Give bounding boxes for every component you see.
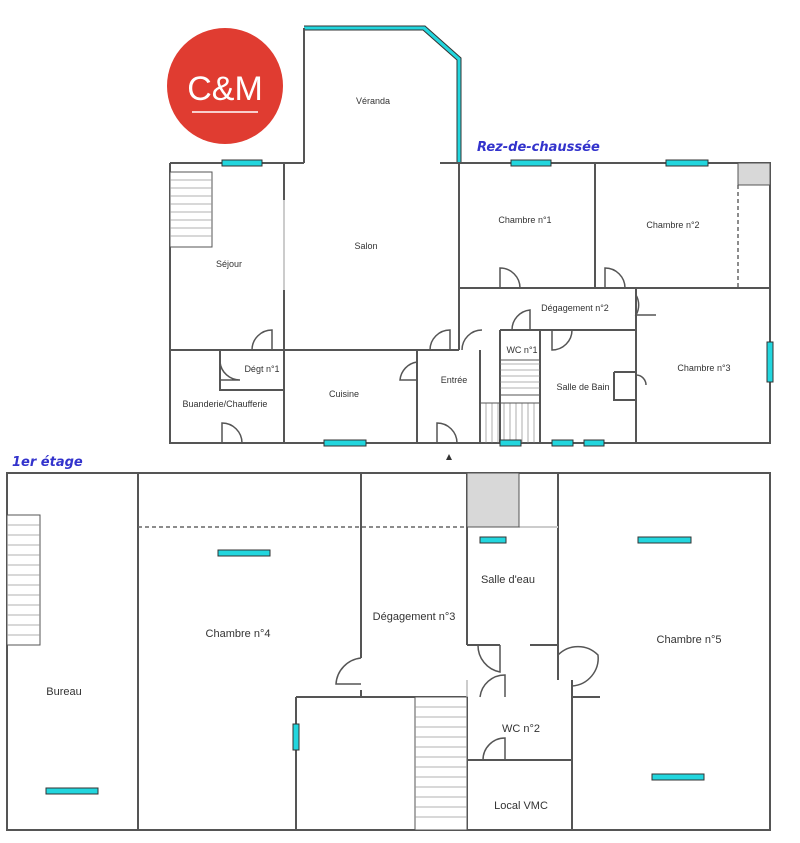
room-label-chambre-2: Chambre n°2 bbox=[646, 220, 699, 230]
room-label-wc-2: WC n°2 bbox=[502, 723, 540, 735]
room-label-cuisine: Cuisine bbox=[329, 389, 359, 399]
room-label-salle-deau: Salle d'eau bbox=[481, 574, 535, 586]
first-floor-title: 1er étage bbox=[12, 455, 83, 470]
room-label-entree: Entrée bbox=[441, 375, 468, 385]
room-label-salon: Salon bbox=[354, 241, 377, 251]
first-floor-plan: Bureau Chambre n°4 Dégagement n°3 Salle … bbox=[6, 472, 771, 831]
room-label-degagement-3: Dégagement n°3 bbox=[373, 611, 456, 623]
room-label-veranda: Véranda bbox=[356, 96, 390, 106]
room-label-buanderie: Buanderie/Chaufferie bbox=[183, 399, 268, 409]
room-label-degt-1: Dégt n°1 bbox=[244, 364, 279, 374]
ground-floor-title: Rez-de-chaussée bbox=[477, 140, 600, 155]
room-label-local-vmc: Local VMC bbox=[494, 800, 548, 812]
logo: C&M bbox=[167, 28, 283, 144]
ground-floor-plan: Véranda Séjour Salon Chambre n°1 Chambre… bbox=[169, 25, 774, 460]
room-label-salle-de-bain: Salle de Bain bbox=[556, 382, 609, 392]
room-label-chambre-4: Chambre n°4 bbox=[206, 628, 271, 640]
room-label-bureau: Bureau bbox=[46, 686, 81, 698]
room-label-degagement-2: Dégagement n°2 bbox=[541, 303, 609, 313]
svg-text:C&M: C&M bbox=[187, 70, 263, 108]
room-label-wc-1: WC n°1 bbox=[506, 345, 537, 355]
room-label-chambre-3: Chambre n°3 bbox=[677, 363, 730, 373]
room-label-sejour: Séjour bbox=[216, 259, 242, 269]
room-label-chambre-1: Chambre n°1 bbox=[498, 215, 551, 225]
room-label-chambre-5: Chambre n°5 bbox=[657, 634, 722, 646]
